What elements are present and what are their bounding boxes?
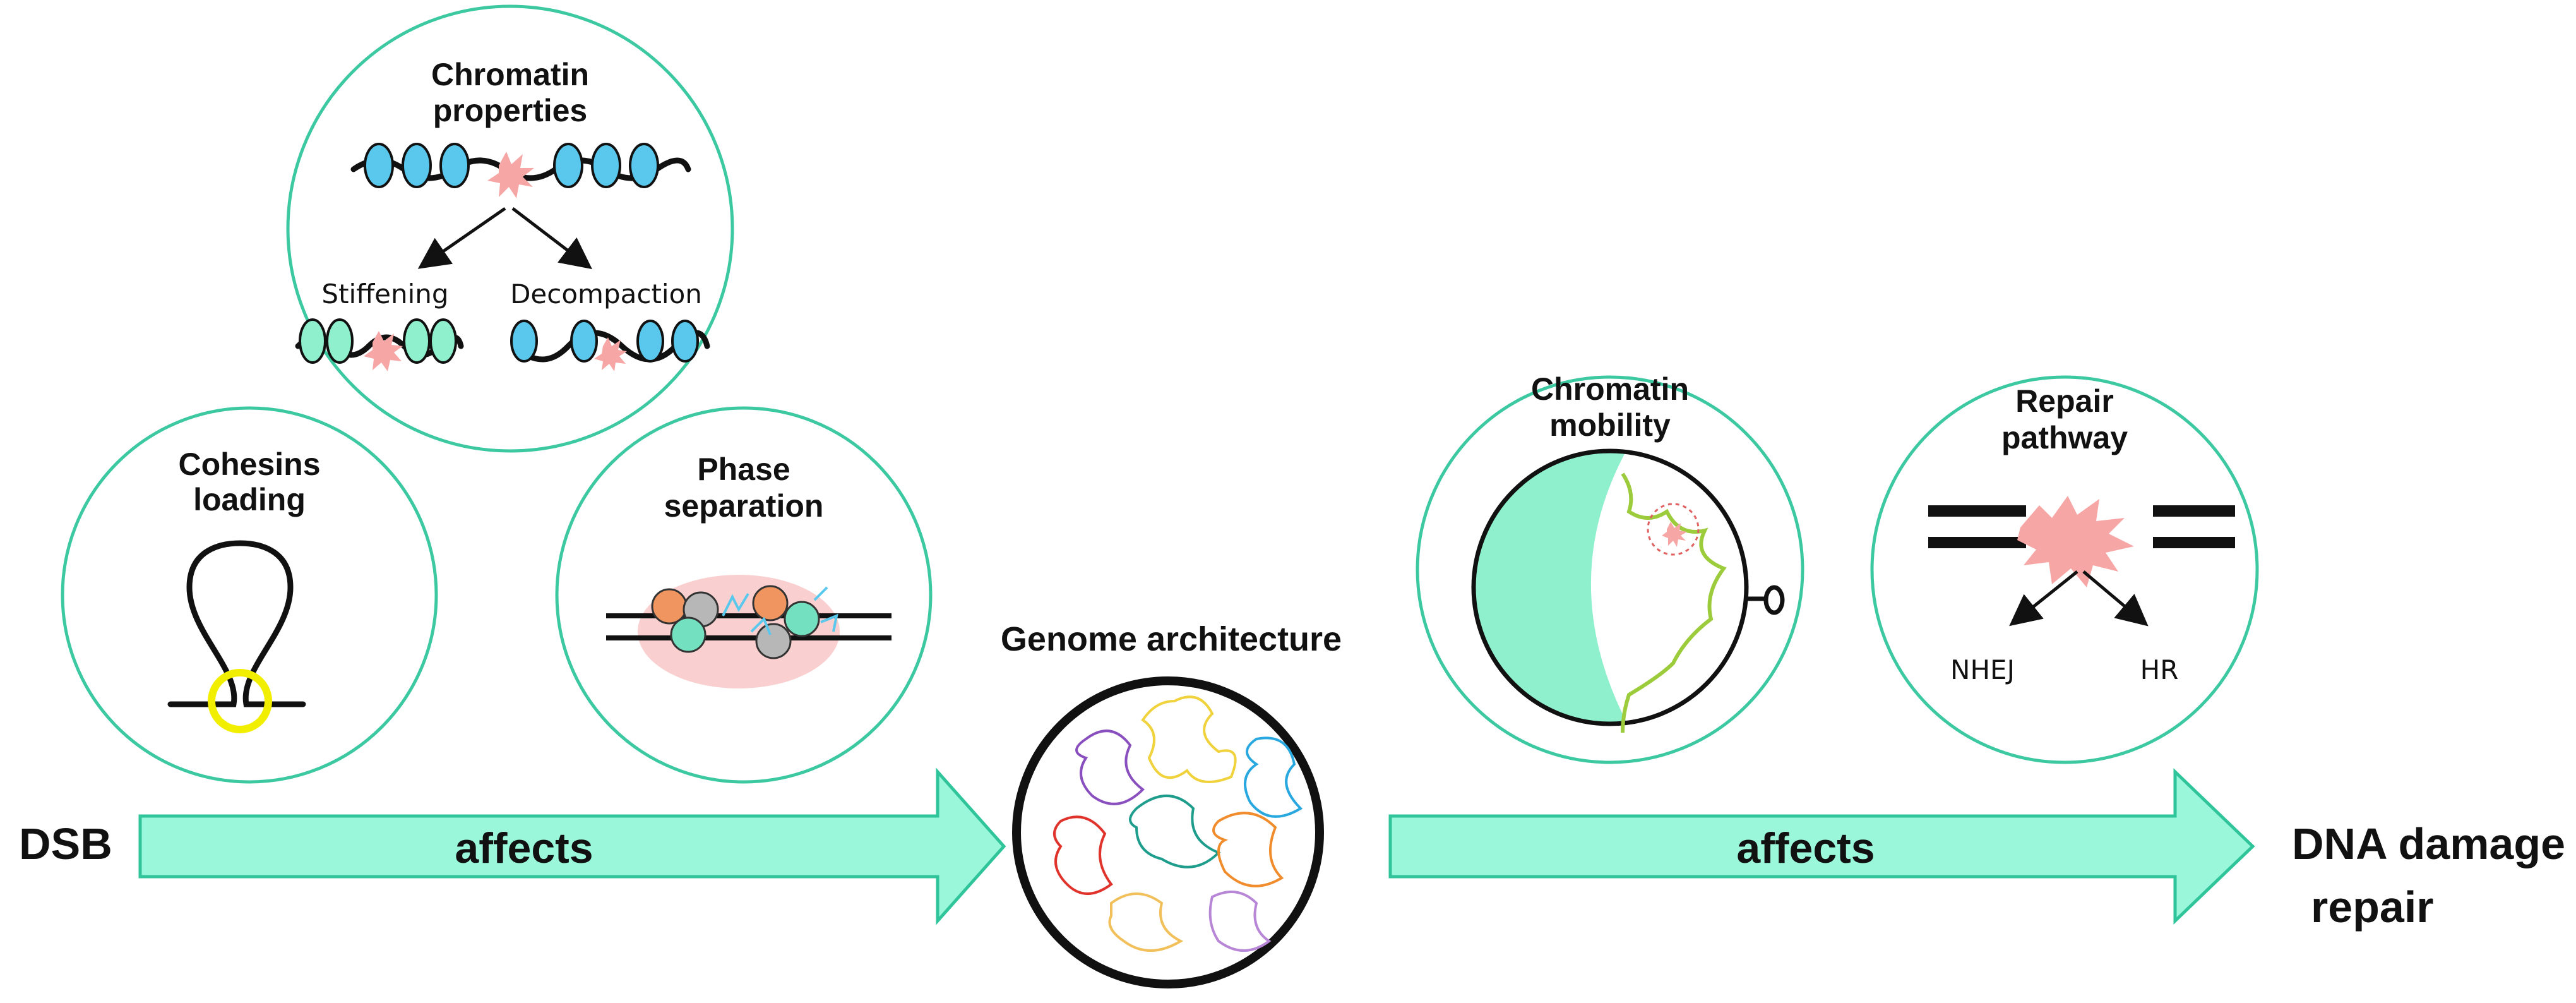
arrow-right [1388,768,2255,925]
genome-architecture-title: Genome architecture [1001,620,1342,658]
mobility-title-2: mobility [1549,407,1671,443]
nuclear-pore-icon [1763,585,1785,615]
repair-title-2: pathway [2001,420,2128,455]
panel-chromatin-mobility: Chromatin mobility [1416,371,1804,764]
dna-loop [167,540,306,707]
panel-phase-separation: Phase separation [555,406,933,784]
chromatin-properties-title-1: Chromatin [431,57,589,92]
affects-right-label: affects [1736,824,1875,872]
phase-tails [722,586,838,635]
cohesin-ring-icon [208,669,272,733]
chromosome-territories [1053,695,1303,952]
phase-title-1: Phase [697,452,790,487]
panel-repair-pathway: Repair pathway NHEJ HR [1870,375,2259,764]
chromatin-fiber [1621,472,1727,733]
dsb-site-icon [1647,503,1700,556]
panel-chromatin-properties: Chromatin properties Stiffening Decompac… [286,4,734,453]
nuclear-periphery-region [1474,452,1632,724]
hr-label: HR [2140,654,2179,685]
panel-genome-architecture: Genome architecture [1001,620,1342,988]
dsb-label: DSB [19,819,112,868]
dsb-spark-icon-stiff [364,331,403,371]
affects-left-label: affects [455,824,593,872]
chromatin-properties-title-2: properties [433,93,588,128]
nucleosome-row-stiff [299,318,457,364]
decompaction-label: Decompaction [510,279,702,309]
nhej-label: NHEJ [1950,654,2015,685]
nucleosome-row-decomp [510,320,699,363]
panel-cohesins-loading: Cohesins loading [61,406,438,784]
dsb-spark-icon [487,152,534,198]
phase-proteins [651,585,820,659]
mobility-title-1: Chromatin [1531,371,1689,407]
cohesins-title-2: loading [193,482,306,517]
phase-title-2: separation [664,488,824,524]
repair-title-1: Repair [2015,383,2114,419]
nucleosome-row-top [364,143,659,188]
repair-label: repair [2311,882,2434,932]
stiffening-label: Stiffening [321,279,448,309]
cohesins-title-1: Cohesins [178,447,320,482]
dna-damage-label: DNA damage [2292,819,2565,868]
arrow-left [138,767,1006,925]
dsb-break-icon [2017,496,2134,587]
dsb-spark-icon-decomp [594,337,627,371]
